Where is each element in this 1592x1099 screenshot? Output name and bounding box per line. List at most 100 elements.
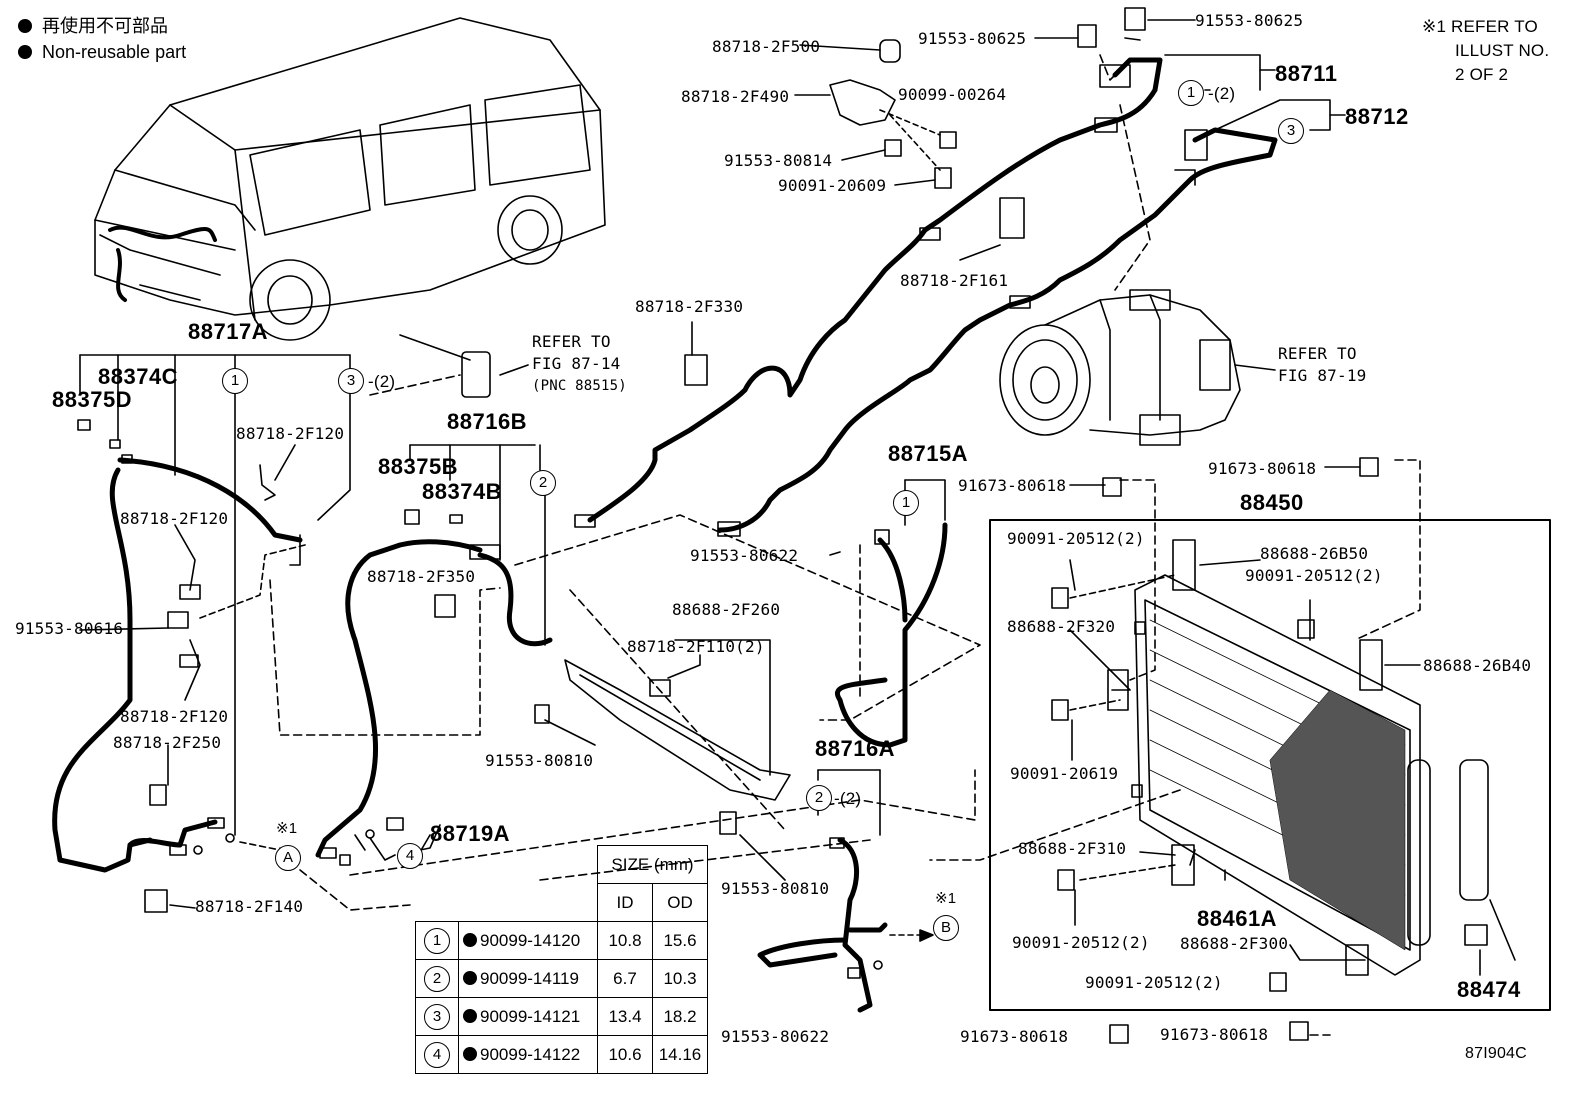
row-mark: 3 [424, 1003, 450, 1030]
bullet-icon [463, 932, 477, 947]
note-line2: ILLUST NO. [1455, 41, 1550, 60]
size-od: 14.16 [652, 1035, 708, 1074]
part-88718-2f140: 88718-2F140 [195, 897, 304, 916]
callout-1: 1 [222, 368, 248, 394]
part-90091-20512: 90091-20512(2) [1085, 973, 1223, 992]
part-code: 90099-14119 [480, 968, 579, 988]
illustration-number: 87I904C [1465, 1045, 1527, 1062]
callout-1: 1 [1178, 80, 1204, 106]
part-88688-2f300: 88688-2F300 [1180, 934, 1289, 953]
part-88474: 88474 [1457, 977, 1521, 1002]
hose-88716b [315, 334, 553, 866]
qty-label: -(2) [1208, 84, 1236, 103]
compressor [999, 289, 1241, 446]
table-row: 4 90099-14122 10.6 14.16 [415, 1035, 708, 1074]
hose-88715a [835, 479, 948, 748]
qty-label: -(2) [834, 789, 862, 808]
refer-fig8719-2: FIG 87-19 [1278, 366, 1367, 385]
callout-2: 2 [530, 470, 556, 496]
part-88718-2f110: 88718-2F110(2) [627, 637, 765, 656]
part-88719a: 88719A [430, 821, 511, 846]
part-90091-20512: 90091-20512(2) [1245, 566, 1383, 585]
refer-fig8714-1: REFER TO [532, 332, 611, 351]
size-od: 18.2 [652, 997, 708, 1036]
part-91673-80618: 91673-80618 [1160, 1025, 1269, 1044]
part-88718-2f120: 88718-2F120 [120, 509, 229, 528]
bracket-88688-2f260 [534, 639, 791, 881]
part-88374c: 88374C [98, 364, 179, 389]
callout-3: 3 [338, 368, 364, 394]
bullet-icon [463, 970, 477, 985]
size-od: 15.6 [652, 921, 708, 960]
table-row: 3 90099-14121 13.4 18.2 [415, 997, 708, 1036]
part-90091-20512: 90091-20512(2) [1007, 529, 1145, 548]
part-88461a: 88461A [1197, 906, 1278, 931]
part-90099-00264: 90099-00264 [898, 85, 1007, 104]
part-91673-80618: 91673-80618 [958, 476, 1067, 495]
part-88718-2f500: 88718-2F500 [712, 37, 821, 56]
part-91553-80810: 91553-80810 [485, 751, 594, 770]
part-90091-20512: 90091-20512(2) [1012, 933, 1150, 952]
brackets-top [684, 39, 957, 386]
legend-line-en: Non-reusable part [18, 42, 186, 62]
part-90091-20609: 90091-20609 [778, 176, 887, 195]
bullet-icon [18, 45, 32, 59]
table-header-od: OD [652, 883, 708, 922]
dashed-guides [299, 54, 1421, 1036]
part-88718-2f330: 88718-2F330 [635, 297, 744, 316]
part-88688-2f260: 88688-2F260 [672, 600, 781, 619]
callout-2: 2 [806, 785, 832, 811]
o-ring-size-table: SIZE (mm) ID OD 1 90099-14120 10.8 15.6 … [415, 845, 708, 1074]
part-88718-2f120: 88718-2F120 [120, 707, 229, 726]
part-code: 90099-14121 [480, 1006, 581, 1026]
part-91553-80622: 91553-80622 [721, 1027, 830, 1046]
refer-fig8719-1: REFER TO [1278, 344, 1357, 363]
part-91553-80625: 91553-80625 [918, 29, 1027, 48]
part-88712: 88712 [1345, 104, 1409, 129]
note-line3: 2 OF 2 [1455, 65, 1509, 84]
van-illustration [94, 17, 606, 341]
note-line1: ※1 REFER TO [1422, 17, 1538, 36]
part-91553-80810: 91553-80810 [721, 879, 830, 898]
connector-a: A [275, 845, 301, 871]
connector-b: B [933, 915, 959, 941]
note-mark: ※1 [276, 820, 298, 837]
qty-label: -(2) [368, 372, 396, 391]
part-88718-2f490: 88718-2F490 [681, 87, 790, 106]
part-88374b: 88374B [422, 479, 503, 504]
size-od: 10.3 [652, 959, 708, 998]
table-row: 1 90099-14120 10.8 15.6 [415, 921, 708, 960]
part-91553-80622: 91553-80622 [690, 546, 799, 565]
part-code: 90099-14122 [480, 1044, 581, 1064]
part-91553-80616: 91553-80616 [15, 619, 124, 638]
leaders [79, 19, 1361, 909]
part-88688-2f320: 88688-2F320 [1007, 617, 1116, 636]
size-id: 6.7 [597, 959, 653, 998]
hose-88716a [757, 769, 934, 1013]
table-header-id: ID [597, 883, 653, 922]
part-88718-2f250: 88718-2F250 [113, 733, 222, 752]
part-88715a: 88715A [888, 441, 969, 466]
part-88718-2f120: 88718-2F120 [236, 424, 345, 443]
callout-4: 4 [397, 843, 423, 869]
part-91673-80618: 91673-80618 [1208, 459, 1317, 478]
part-88375b: 88375B [378, 454, 459, 479]
part-88688-26b40: 88688-26B40 [1423, 656, 1532, 675]
hose-88712 [717, 127, 1278, 537]
size-id: 10.8 [597, 921, 653, 960]
table-header-size: SIZE (mm) [597, 845, 708, 884]
part-88375d: 88375D [52, 387, 133, 412]
bullet-icon [18, 19, 32, 33]
hose-88711 [574, 7, 1163, 528]
refer-fig8714-2: FIG 87-14 [532, 354, 621, 373]
bullet-icon [463, 1008, 477, 1023]
part-88711: 88711 [1275, 61, 1338, 86]
row-mark: 1 [424, 927, 450, 954]
row-mark: 4 [424, 1041, 450, 1068]
part-91673-80618: 91673-80618 [960, 1027, 1069, 1046]
part-90091-20619: 90091-20619 [1010, 764, 1119, 783]
part-91553-80814: 91553-80814 [724, 151, 833, 170]
part-88688-2f310: 88688-2F310 [1018, 839, 1127, 858]
part-88688-26b50: 88688-26B50 [1260, 544, 1369, 563]
